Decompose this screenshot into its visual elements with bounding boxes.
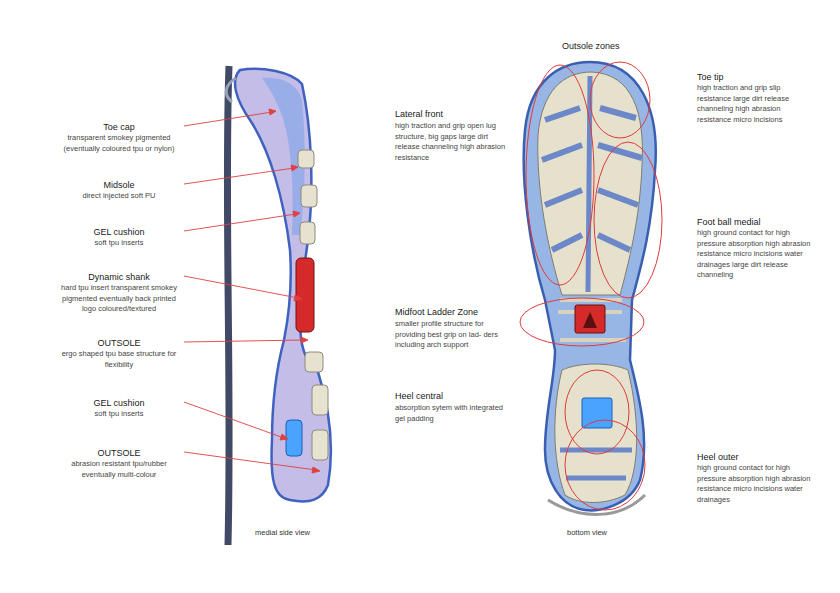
zone-heading: Heel outer xyxy=(697,451,815,464)
spec-note: soft tpu inserts xyxy=(58,238,180,249)
zone-heading: Dynamic shank xyxy=(58,271,180,284)
zone-heading: Midsole xyxy=(58,179,180,192)
zone-heading: Lateral front xyxy=(395,108,513,121)
zone-heading: Foot ball medial xyxy=(697,216,815,229)
spec-note: direct injected soft PU xyxy=(58,191,180,202)
zone-heading: OUTSOLE xyxy=(58,337,180,350)
spec-note: high traction and grip slip resistance l… xyxy=(697,83,815,125)
zone-outlines xyxy=(520,62,662,510)
spec-note: high ground contact for high pressure ab… xyxy=(697,463,815,505)
spec-note: ergo shaped tpu base structure for flexi… xyxy=(58,349,180,370)
spec-note: high ground contact for high pressure ab… xyxy=(697,228,815,281)
view-caption: bottom view xyxy=(567,528,657,539)
zone-heading: GEL cushion xyxy=(58,226,180,239)
spec-note: abrasion resistant tpu/rubber eventually… xyxy=(58,459,180,480)
zone-heading: OUTSOLE xyxy=(58,447,180,460)
zone-heading: Heel central xyxy=(395,390,505,403)
zone-heading: Midfoot Ladder Zone xyxy=(395,306,507,319)
spec-note: soft tpu inserts xyxy=(58,409,180,420)
spec-note: absorption sytem with integrated gel pad… xyxy=(395,403,505,424)
spec-note: high traction and grip open lug structur… xyxy=(395,121,513,163)
spec-note: hard tpu insert transparent smokey pigme… xyxy=(58,283,180,315)
zone-heading: GEL cushion xyxy=(58,397,180,410)
side-view-shoe xyxy=(226,66,331,545)
spec-note: transparent smokey pigmented (eventually… xyxy=(58,133,180,154)
spec-note: smaller profile structure for providing … xyxy=(395,319,507,351)
leader-lines xyxy=(184,109,320,473)
bottom-view-sole xyxy=(524,62,656,514)
zone-heading: Toe tip xyxy=(697,71,815,84)
zone-heading: Outsole zones xyxy=(562,40,662,53)
view-caption: medial side view xyxy=(255,528,355,539)
zone-heading: Toe cap xyxy=(58,121,180,134)
